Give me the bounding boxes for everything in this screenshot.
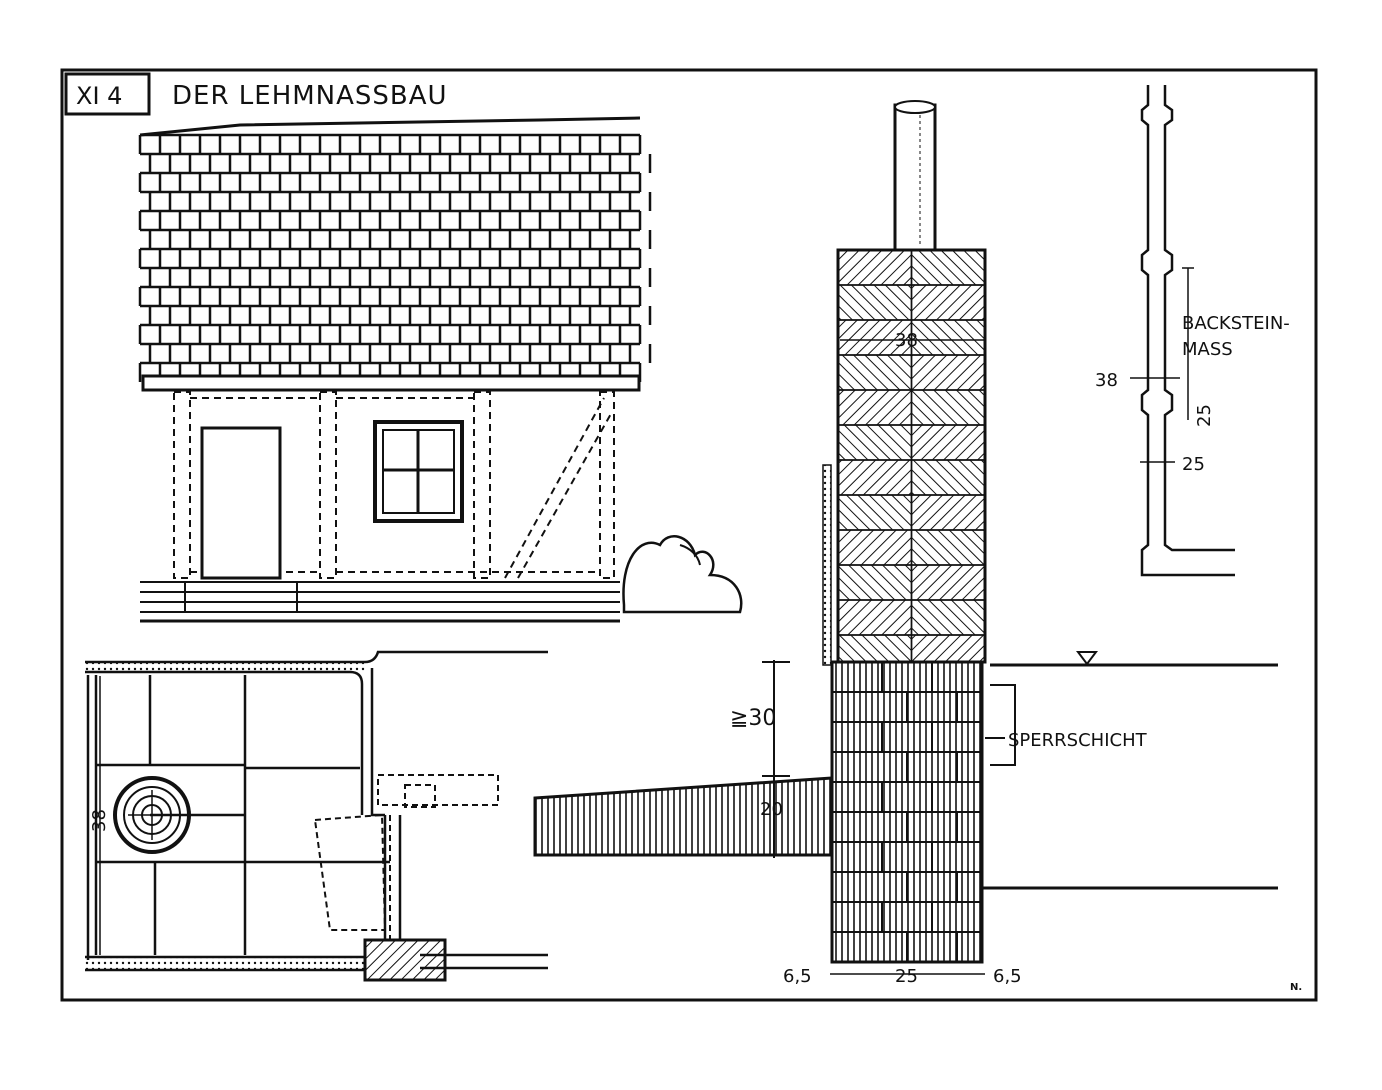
dimension-20: 20 xyxy=(760,799,783,820)
eaves-beam xyxy=(141,374,641,392)
profile-dimension-38: 38 xyxy=(1095,370,1118,391)
frame-post-left xyxy=(173,391,191,579)
frame-post-right xyxy=(473,391,491,579)
brick-profile xyxy=(1130,85,1235,577)
house-elevation xyxy=(138,116,743,623)
page-title: DER LEHMNASSBAU xyxy=(172,81,448,111)
backstein-label-1: BACKSTEIN- xyxy=(1182,313,1290,334)
soil-fill xyxy=(533,776,834,857)
bush xyxy=(622,535,743,614)
sheet-frame xyxy=(60,68,1318,1002)
clay-wall-courses xyxy=(836,248,987,664)
ground-level-marker xyxy=(1076,651,1098,666)
base-dimension-mid: 25 xyxy=(895,966,918,987)
log-section xyxy=(113,776,191,854)
house-door xyxy=(200,426,282,580)
plan-detail: 38 xyxy=(85,650,548,982)
frame-post-corner xyxy=(599,391,615,579)
signature: N. xyxy=(1290,982,1302,993)
base-dimension-right: 6,5 xyxy=(993,966,1022,987)
backstein-label-2: MASS xyxy=(1182,339,1233,360)
plan-footing xyxy=(363,938,447,982)
frame-post-mid xyxy=(319,391,337,579)
dimension-min-30: ≧30 xyxy=(730,706,776,731)
profile-dimension-25-vertical: 25 xyxy=(1194,404,1215,427)
plan-dashed-wedge xyxy=(313,813,387,931)
brace-diagonal xyxy=(504,397,605,579)
top-post xyxy=(893,103,937,252)
profile-dimension-25: 25 xyxy=(1182,454,1205,475)
plate-number: XI 4 xyxy=(76,82,122,110)
plate-number-box xyxy=(64,72,151,116)
plan-dimension-38: 38 xyxy=(89,809,110,832)
wall-section: SPERRSCHICHT ≧30 20 38 6,5 25 6,5 xyxy=(533,100,1278,987)
base-dimension-left: 6,5 xyxy=(783,966,812,987)
roof-tiles xyxy=(138,116,652,382)
sperrschicht-label: SPERRSCHICHT xyxy=(1008,730,1148,751)
